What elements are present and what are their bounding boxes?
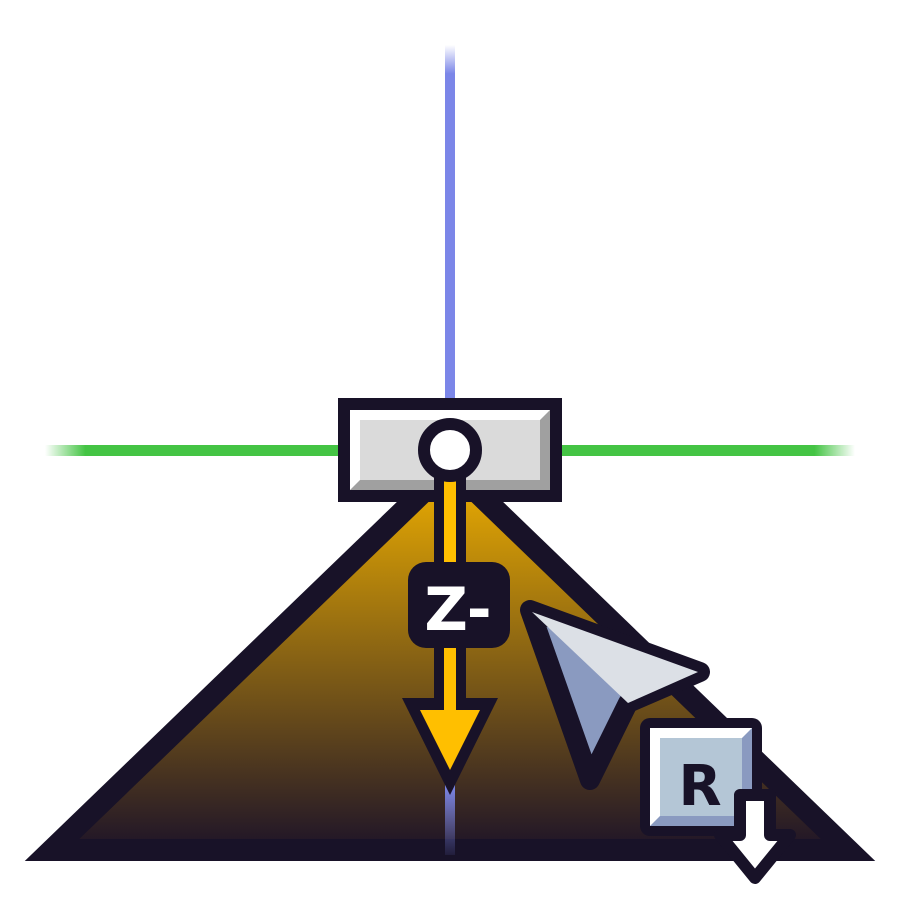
down-arrow-icon — [714, 789, 796, 884]
pivot-point-icon — [418, 418, 482, 482]
mouse-cursor-icon — [520, 600, 710, 790]
key-r-icon: R — [640, 718, 762, 836]
key-label: R — [678, 754, 721, 819]
z-axis-line-lower — [445, 785, 455, 855]
z-axis-line — [445, 45, 455, 405]
axis-label-badge: Z- — [408, 562, 510, 648]
axis-label: Z- — [424, 575, 491, 645]
